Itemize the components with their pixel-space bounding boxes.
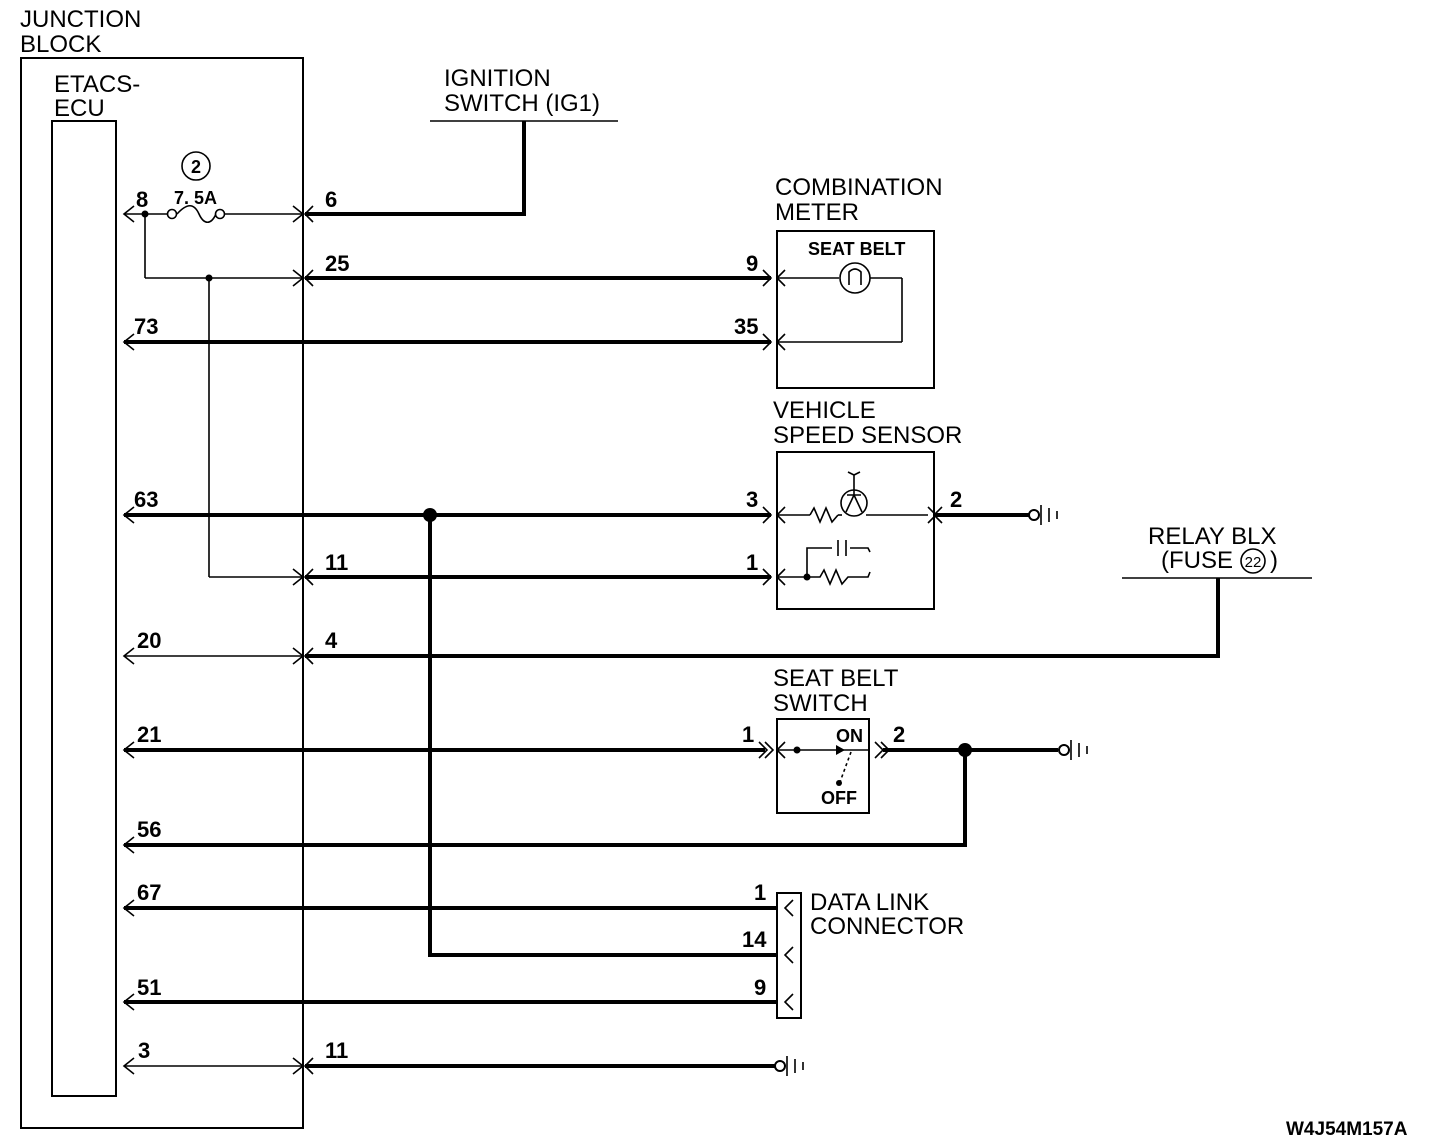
seat-belt-switch-label-2: SWITCH [773, 690, 868, 717]
fuse-rating: 7. 5A [174, 188, 217, 208]
ecu-pin-67: 67 [137, 880, 161, 905]
switch-pin-2: 2 [893, 722, 905, 747]
switch-pin-1: 1 [742, 722, 754, 747]
vehicle-speed-sensor-box [776, 451, 935, 610]
etacs-ecu-label-1: ETACS- [54, 71, 140, 98]
data-link-connector-label-1: DATA LINK [810, 889, 929, 916]
sensor-transistor-symbol [845, 471, 863, 513]
sensor-resistor-2 [807, 567, 871, 587]
junction-block-label-1: JUNCTION [20, 6, 141, 33]
relay-blx-fuse-label: (FUSE [1161, 547, 1233, 574]
combination-meter-box [776, 230, 935, 389]
ecu-pin-63: 63 [134, 487, 158, 512]
diagram-code: W4J54M157A [1286, 1119, 1408, 1140]
jb-arrow-20 [292, 647, 305, 665]
ecu-pin-20: 20 [137, 628, 161, 653]
jb-pin-25: 25 [325, 251, 349, 276]
data-link-connector-label-2: CONNECTOR [810, 913, 964, 940]
junction-block-label-2: BLOCK [20, 31, 101, 58]
fuse-terminal-left [166, 208, 178, 220]
sensor-pin-2-arrow-b [932, 506, 943, 524]
fuse-element [176, 204, 217, 224]
ecu-pin-51: 51 [137, 975, 161, 1000]
combination-meter-label-2: METER [775, 199, 859, 226]
ground-icon-1 [1040, 505, 1058, 525]
combination-meter-label-1: COMBINATION [775, 174, 943, 201]
meter-pin-35-arrow-a [762, 333, 773, 351]
ignition-switch-label-2: SWITCH (IG1) [444, 90, 600, 117]
jb-arrow-11 [292, 568, 305, 586]
switch-pin-1-arrow-a [758, 741, 775, 759]
seat-belt-switch-label-1: SEAT BELT [773, 665, 899, 692]
fuse-number-circle [181, 151, 211, 181]
switch-off-contact [836, 780, 842, 786]
ecu-pin-73: 73 [134, 314, 158, 339]
lamp-filament [848, 268, 862, 285]
sensor-capacitor [806, 540, 871, 577]
ground-terminal-3 [774, 1060, 786, 1072]
switch-off-label: OFF [821, 788, 857, 808]
ground-icon-2 [1070, 740, 1088, 760]
ignition-switch-label-1: IGNITION [444, 65, 551, 92]
ground-terminal-1 [1028, 509, 1040, 521]
dlc-pin-14: 14 [742, 927, 767, 952]
meter-pin-35: 35 [734, 314, 758, 339]
sensor-pin-1: 1 [746, 550, 758, 575]
junction-block-box [20, 57, 304, 1129]
etacs-ecu-box [51, 120, 117, 1097]
switch-on-label: ON [836, 726, 863, 746]
jb-arrow-25 [292, 269, 305, 287]
dlc-pin-1: 1 [754, 880, 766, 905]
relay-blx-paren: ) [1270, 547, 1278, 574]
dlc-pin-9-arrow [783, 993, 794, 1011]
jb-arrow [292, 205, 305, 223]
jb-pin-6: 6 [325, 187, 337, 212]
sensor-pin-3-arrow-a [762, 506, 773, 524]
dlc-pin-14-arrow [783, 946, 794, 964]
relay-fuse-number: 22 [1245, 554, 1262, 571]
sensor-resistor-1 [809, 505, 839, 525]
relay-fuse-circle [1240, 548, 1266, 574]
switch-lever [839, 751, 852, 783]
ecu-pin-56: 56 [137, 817, 161, 842]
switch-contact-left [793, 746, 801, 754]
ground-icon-3 [786, 1056, 804, 1076]
jb-arrow-3 [292, 1057, 305, 1075]
sensor-pin-1-arrow-a [762, 568, 773, 586]
relay-blx-label: RELAY BLX [1148, 523, 1277, 550]
fuse-terminal-right [214, 208, 226, 220]
seat-belt-switch-box [776, 718, 870, 814]
switch-on-arrow [836, 745, 845, 755]
meter-pin-9-arrow-a [762, 269, 773, 287]
seat-belt-lamp-icon [839, 262, 871, 294]
etacs-ecu-label-2: ECU [54, 95, 105, 122]
vehicle-speed-sensor-label-2: SPEED SENSOR [773, 422, 962, 449]
dlc-pin-9: 9 [754, 975, 766, 1000]
ecu-pin-3: 3 [138, 1038, 150, 1063]
jb-pin-11b: 11 [325, 1038, 348, 1063]
jb-pin-11: 11 [325, 550, 348, 575]
sensor-pin-3: 3 [746, 487, 758, 512]
sensor-pin-1-arrow-b [775, 568, 786, 586]
fuse-number: 2 [191, 157, 201, 177]
sensor-pin-2: 2 [950, 487, 962, 512]
ecu-pin-8: 8 [136, 187, 148, 212]
jb-pin-4: 4 [325, 628, 338, 653]
ecu-pin-21: 21 [137, 722, 161, 747]
meter-pin-9: 9 [746, 251, 758, 276]
vehicle-speed-sensor-label-1: VEHICLE [773, 397, 876, 424]
ground-terminal-2 [1058, 744, 1070, 756]
dlc-pin-1-arrow [783, 899, 794, 917]
seat-belt-indicator-label: SEAT BELT [808, 239, 905, 259]
